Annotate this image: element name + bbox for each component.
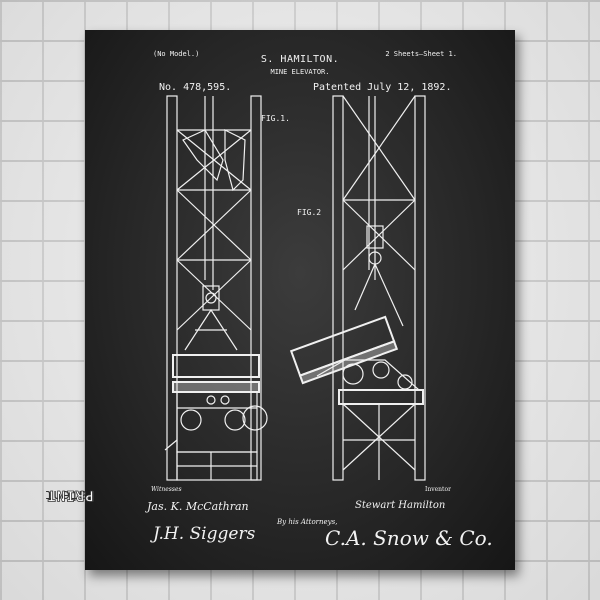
inventor-signature: Stewart Hamilton <box>355 500 446 511</box>
inventor-label: Inventor <box>425 486 451 493</box>
sheet-note: 2 Sheets—Sheet 1. <box>385 50 457 58</box>
witness-signature-2: J.H. Siggers <box>153 524 256 544</box>
patent-print-watermark: Patent PRINT <box>45 420 96 570</box>
attorneys-signature: C.A. Snow & Co. <box>325 526 493 550</box>
patent-poster: (No Model.) 2 Sheets—Sheet 1. S. HAMILTO… <box>85 30 515 570</box>
fig2-drawing <box>289 95 426 481</box>
patent-date: Patented July 12, 1892. <box>313 82 452 93</box>
fig1-drawing <box>164 95 268 481</box>
fig1-label: FIG.1. <box>261 114 290 123</box>
patent-number: No. 478,595. <box>159 82 232 93</box>
attorneys-label: By his Attorneys, <box>277 518 338 526</box>
witnesses-label: Witnesses <box>151 486 182 493</box>
fig2-label: FIG.2 <box>297 208 322 217</box>
watermark-brand: PRINT <box>46 487 94 504</box>
patent-title: MINE ELEVATOR. <box>270 68 330 76</box>
model-note: (No Model.) <box>153 50 200 58</box>
witness-signature-1: Jas. K. McCathran <box>147 500 249 513</box>
inventor-name: S. HAMILTON. <box>260 54 340 65</box>
elevator-drawing <box>164 95 426 481</box>
